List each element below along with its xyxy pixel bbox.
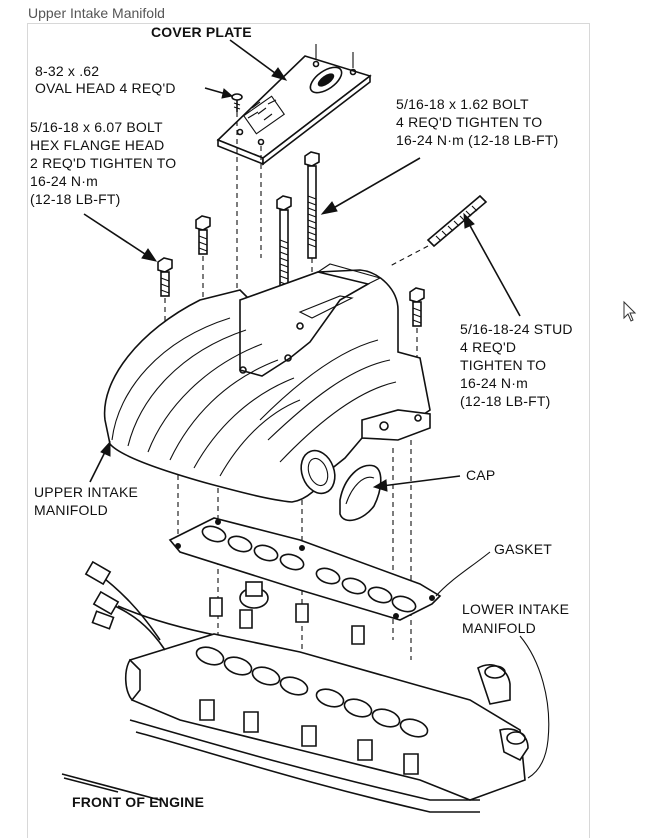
label-bolt-607-2: HEX FLANGE HEAD: [30, 137, 164, 153]
label-stud-1: 5/16-18-24 STUD: [460, 321, 573, 337]
upper-intake-manifold: [103, 263, 431, 503]
gasket: [168, 517, 442, 621]
label-stud-3: TIGHTEN TO: [460, 357, 546, 373]
mouse-cursor-icon: [623, 300, 637, 322]
stud: [426, 194, 488, 248]
label-gasket: GASKET: [494, 541, 552, 557]
label-bolt-607-5: (12-18 LB-FT): [30, 191, 121, 207]
label-front-of-engine: FRONT OF ENGINE: [72, 794, 204, 810]
label-stud-5: (12-18 LB-FT): [460, 393, 551, 409]
lower-intake-manifold: [84, 560, 529, 813]
cover-plate: [216, 55, 372, 166]
label-lower-1: LOWER INTAKE: [462, 601, 569, 617]
callout-labels: COVER PLATE 8-32 x .62 OVAL HEAD 4 REQ'D…: [30, 24, 573, 810]
label-stud-2: 4 REQ'D: [460, 339, 516, 355]
label-cap: CAP: [466, 467, 495, 483]
label-lower-2: MANIFOLD: [462, 620, 536, 636]
label-upper-2: MANIFOLD: [34, 502, 108, 518]
label-bolt-607-4: 16-24 N·m: [30, 173, 98, 189]
label-upper-1: UPPER INTAKE: [34, 484, 138, 500]
label-bolt-607-3: 2 REQ'D TIGHTEN TO: [30, 155, 176, 171]
cap: [339, 464, 382, 522]
label-cover-plate: COVER PLATE: [151, 24, 252, 40]
label-bolt-607-1: 5/16-18 x 6.07 BOLT: [30, 119, 163, 135]
label-oval-head-1: 8-32 x .62: [35, 63, 99, 79]
label-oval-head-2: OVAL HEAD 4 REQ'D: [35, 80, 176, 96]
label-stud-4: 16-24 N·m: [460, 375, 528, 391]
label-bolt-162-2: 4 REQ'D TIGHTEN TO: [396, 114, 542, 130]
label-bolt-162-3: 16-24 N·m (12-18 LB-FT): [396, 132, 559, 148]
page-title: Upper Intake Manifold: [28, 5, 165, 21]
oval-head-screws: [231, 44, 354, 112]
figure-frame: [27, 23, 590, 838]
label-bolt-162-1: 5/16-18 x 1.62 BOLT: [396, 96, 529, 112]
leader-lines: [61, 39, 550, 801]
